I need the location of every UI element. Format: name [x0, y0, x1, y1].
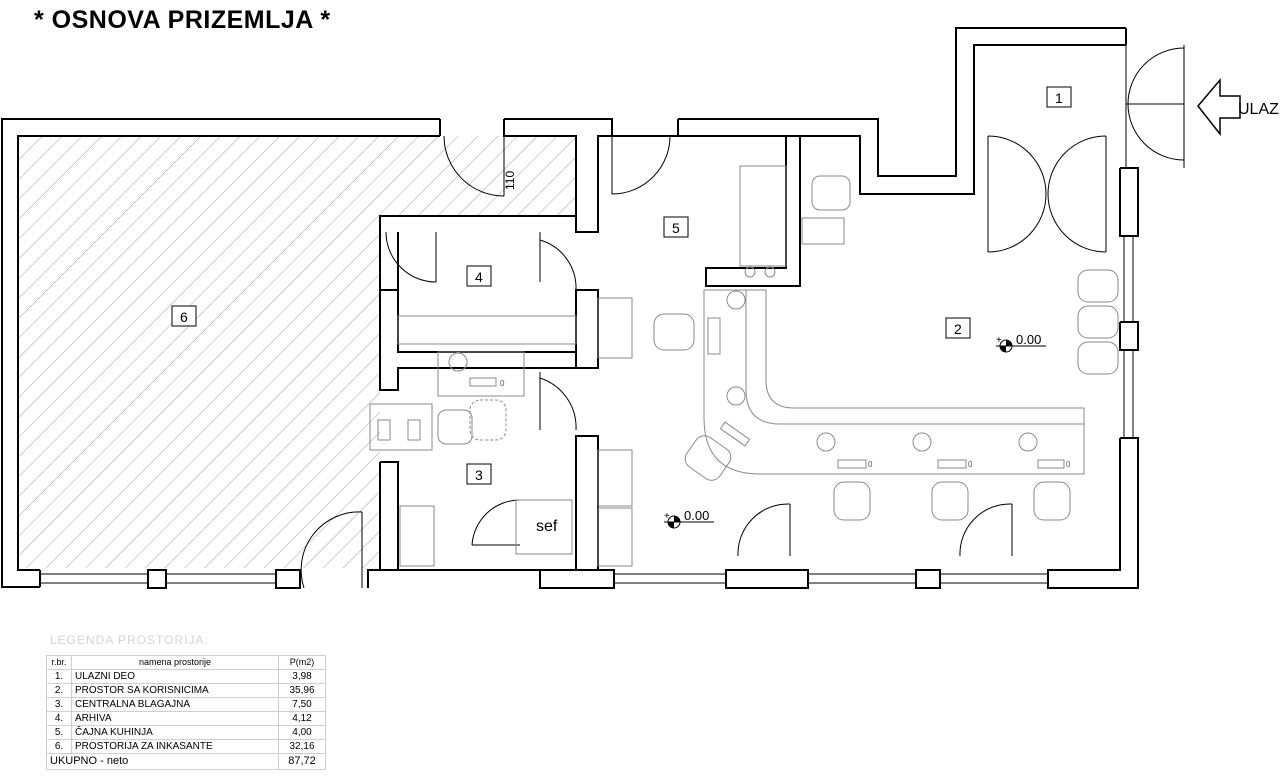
legend-row-name: CENTRALNA BLAGAJNA — [71, 697, 279, 712]
legend-row-no: 1. — [46, 669, 72, 684]
furniture — [369, 165, 1119, 567]
desk-label: 0 — [1066, 460, 1071, 469]
room-tag-2: 2 — [954, 321, 962, 337]
room-6-hatch — [18, 136, 576, 568]
desk-label: 0 — [868, 460, 873, 469]
legend-row-area: 4,12 — [278, 711, 326, 726]
room-tag-3: 3 — [475, 467, 483, 483]
legend-row: 3. CENTRALNA BLAGAJNA 7,50 — [46, 697, 326, 712]
room-tag-4: 4 — [475, 269, 483, 285]
legend-row: 5. ČAJNA KUHINJA 4,00 — [46, 725, 326, 740]
windows — [40, 45, 1185, 584]
room-tag-boxes — [171, 86, 1072, 485]
legend-header-no: r.br. — [46, 655, 72, 670]
legend-row-area: 32,16 — [278, 739, 326, 754]
legend-row-area: 3,98 — [278, 669, 326, 684]
legend-header-name: namena prostorije — [71, 655, 279, 670]
legend-row: 1. ULAZNI DEO 3,98 — [46, 669, 326, 684]
level-mark-2-text: 0.00 — [684, 508, 709, 523]
legend-row-no: 5. — [46, 725, 72, 740]
walls — [1, 27, 1139, 589]
legend-row-area: 7,50 — [278, 697, 326, 712]
legend-total-area: 87,72 — [278, 753, 326, 770]
legend-row-name: ARHIVA — [71, 711, 279, 726]
room-tag-6: 6 — [180, 309, 188, 325]
legend-total-label: UKUPNO - neto — [46, 753, 279, 770]
room-tag-5: 5 — [672, 220, 680, 236]
legend-header-area: P(m2) — [278, 655, 326, 670]
level-marker-2: + — [664, 511, 714, 529]
legend-row: 6. PROSTORIJA ZA INKASANTE 32,16 — [46, 739, 326, 754]
svg-text:+: + — [996, 335, 1002, 346]
entrance-arrow — [1197, 77, 1241, 137]
legend-row-area: 4,00 — [278, 725, 326, 740]
door-width-label: 110 — [503, 171, 517, 190]
legend-total-row: UKUPNO - neto 87,72 — [46, 753, 326, 770]
doors — [300, 47, 1185, 589]
legend-row-area: 35,96 — [278, 683, 326, 698]
room-tag-1: 1 — [1055, 90, 1063, 106]
plan-title: * OSNOVA PRIZEMLJA * — [34, 6, 331, 34]
legend-row-no: 6. — [46, 739, 72, 754]
legend-header-row: r.br. namena prostorije P(m2) — [46, 655, 326, 670]
legend-table: r.br. namena prostorije P(m2) 1. ULAZNI … — [46, 655, 326, 770]
legend-row: 4. ARHIVA 4,12 — [46, 711, 326, 726]
desk-label: 0 — [968, 460, 973, 469]
level-marker-1: + — [996, 335, 1046, 353]
legend-row-no: 2. — [46, 683, 72, 698]
legend-row-no: 4. — [46, 711, 72, 726]
legend-row-name: PROSTOR SA KORISNICIMA — [71, 683, 279, 698]
legend-row-name: PROSTORIJA ZA INKASANTE — [71, 739, 279, 754]
svg-text:+: + — [664, 511, 670, 522]
legend-row-no: 3. — [46, 697, 72, 712]
safe-label: sef — [536, 518, 558, 535]
legend-title: LEGENDA PROSTORIJA: — [50, 633, 209, 647]
legend-row-name: ČAJNA KUHINJA — [71, 725, 279, 740]
legend-row-name: ULAZNI DEO — [71, 669, 279, 684]
entrance-label: ULAZ — [1238, 101, 1279, 118]
desk-label: 0 — [500, 379, 505, 388]
legend-row: 2. PROSTOR SA KORISNICIMA 35,96 — [46, 683, 326, 698]
floor-plan: + + ULAZ 110 sef 0.00 0.00 1 2 3 4 5 6 0… — [1, 27, 1279, 589]
level-mark-1-text: 0.00 — [1016, 332, 1041, 347]
